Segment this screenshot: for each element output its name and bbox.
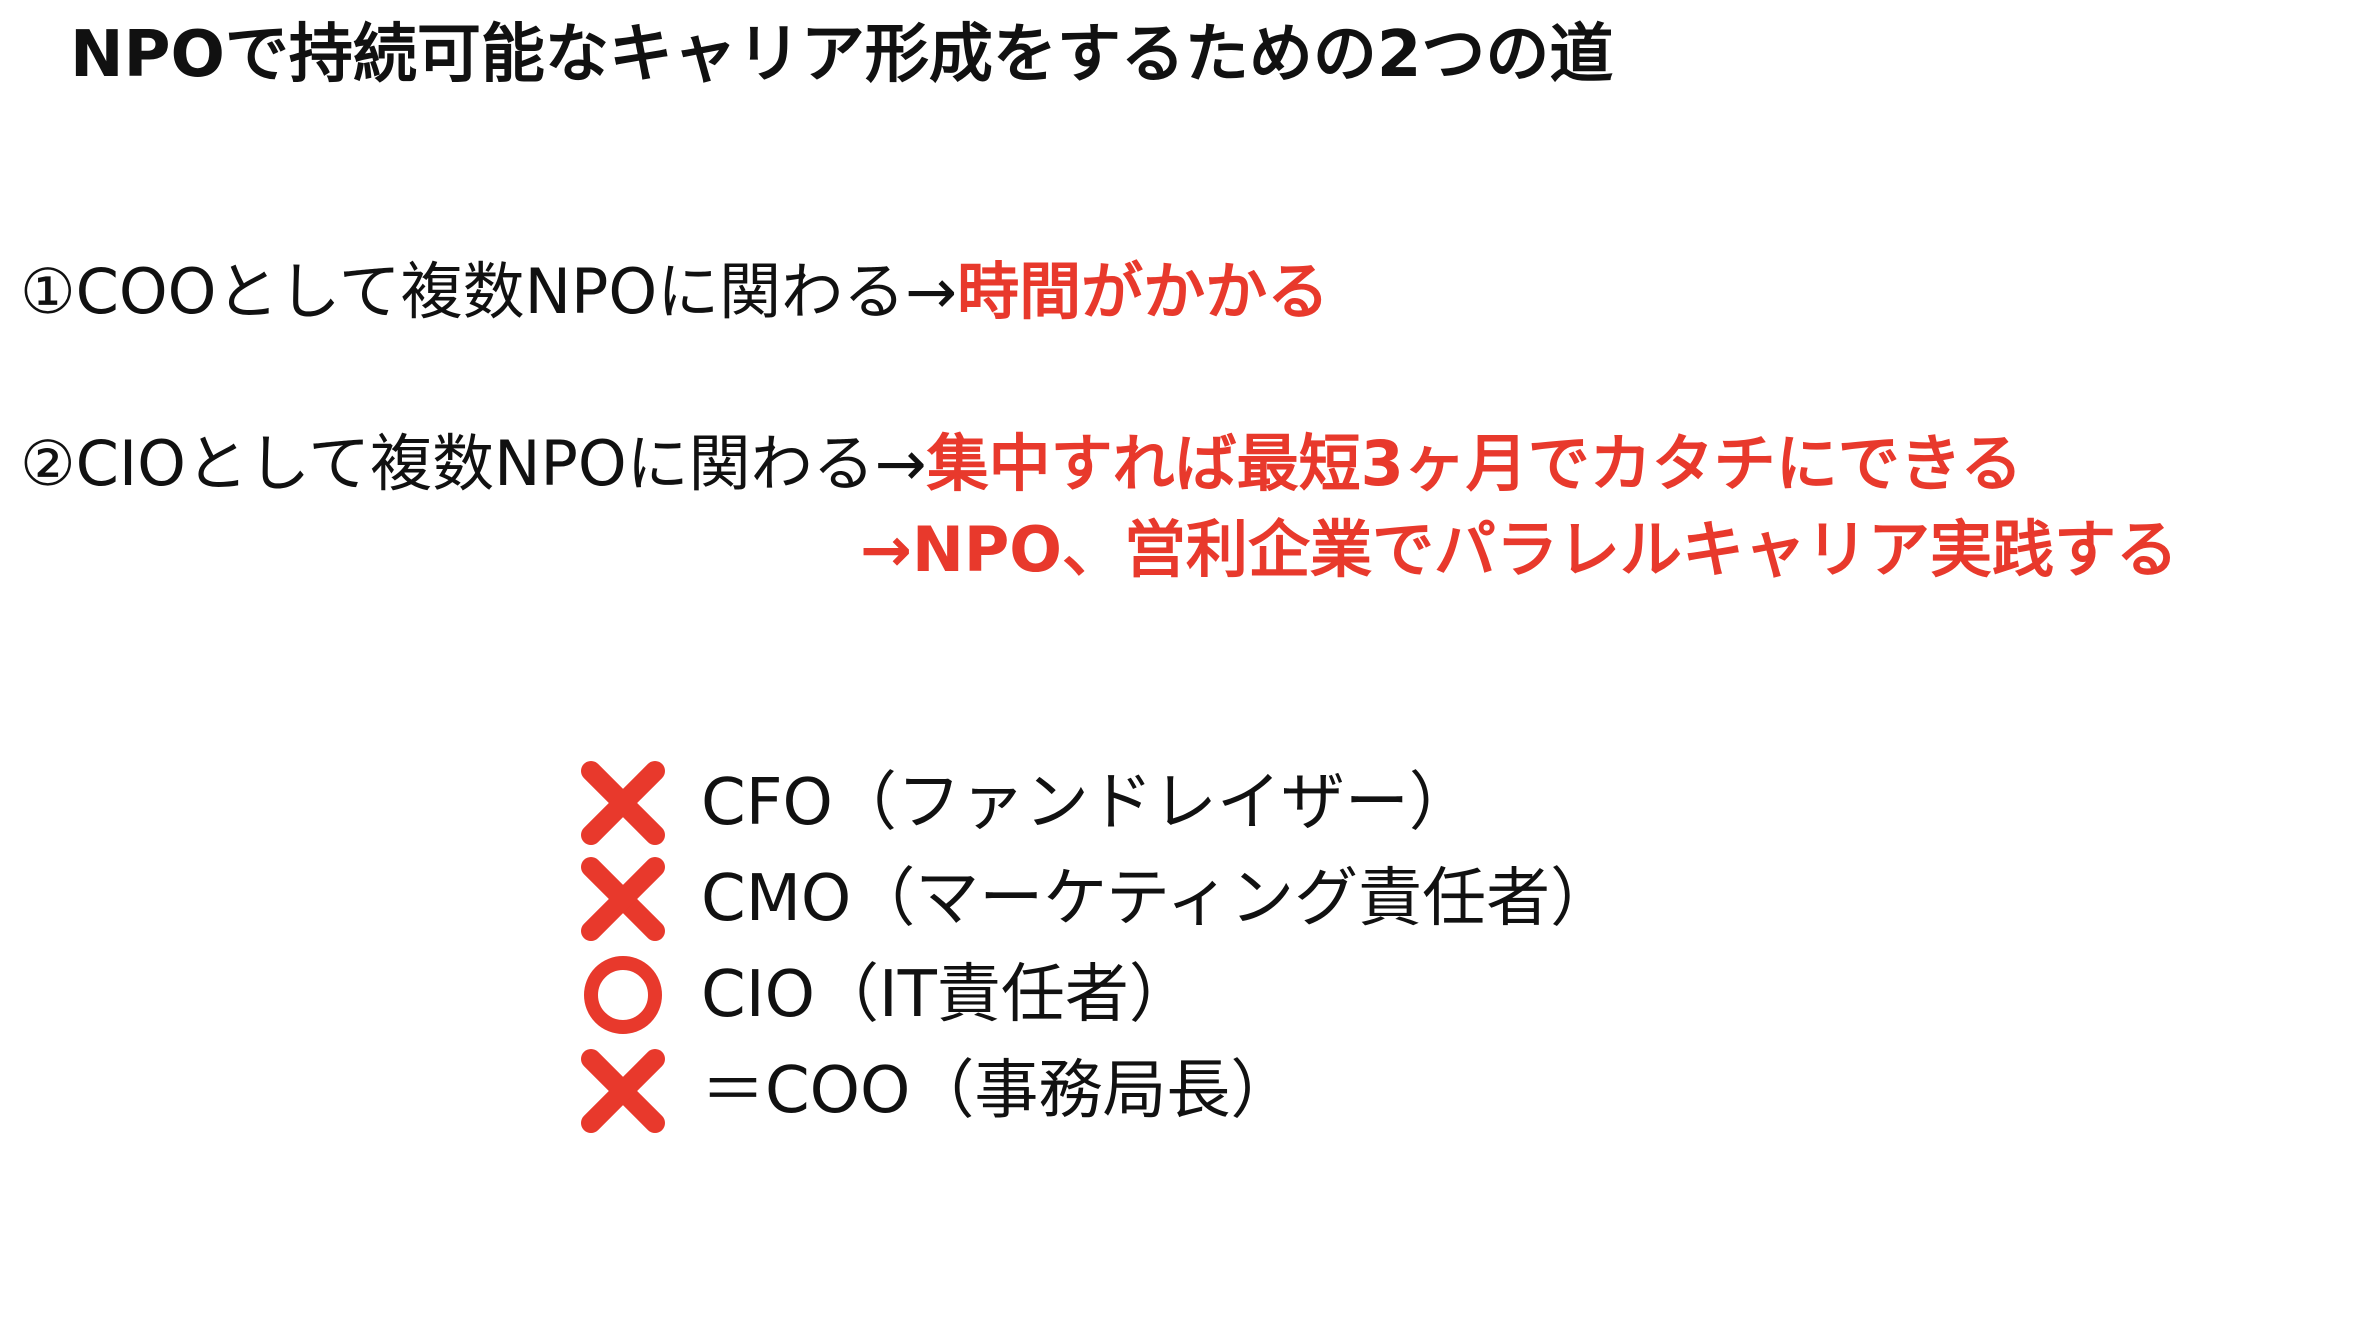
cross-mark-icon (575, 851, 671, 947)
slide-title: NPOで持続可能なキャリア形成をするための2つの道 (70, 18, 1614, 92)
option-2-followup-text: →NPO、営利企業でパラレルキャリア実践する (860, 513, 2178, 586)
cross-mark-icon (575, 1043, 671, 1139)
role-item-cfo: CFO（ファンドレイザー） (575, 755, 1614, 851)
role-item-coo: ＝COO（事務局長） (575, 1043, 1614, 1139)
role-item-cmo: CMO（マーケティング責任者） (575, 851, 1614, 947)
option-1-prefix: ①COOとして複数NPOに関わる→ (20, 255, 958, 328)
option-2-result: 集中すれば最短3ヶ月でカタチにできる (926, 427, 2023, 500)
option-2-prefix: ②CIOとして複数NPOに関わる→ (20, 427, 927, 500)
role-label: ＝COO（事務局長） (701, 1054, 1295, 1128)
option-1: ①COOとして複数NPOに関わる→時間がかかる (20, 250, 1329, 334)
role-item-cio: CIO（IT責任者） (575, 947, 1614, 1043)
role-list: CFO（ファンドレイザー） CMO（マーケティング責任者） CIO（IT責任者） (575, 755, 1614, 1139)
option-1-result: 時間がかかる (957, 255, 1330, 328)
option-2-followup: →NPO、営利企業でパラレルキャリア実践する (860, 508, 2178, 592)
option-2: ②CIOとして複数NPOに関わる→集中すれば最短3ヶ月でカタチにできる (20, 422, 2023, 506)
role-label: CIO（IT責任者） (701, 958, 1193, 1032)
role-label: CMO（マーケティング責任者） (701, 862, 1615, 936)
role-label: CFO（ファンドレイザー） (701, 766, 1473, 840)
hollow-red-circle-icon (575, 947, 671, 1043)
cross-mark-icon (575, 755, 671, 851)
